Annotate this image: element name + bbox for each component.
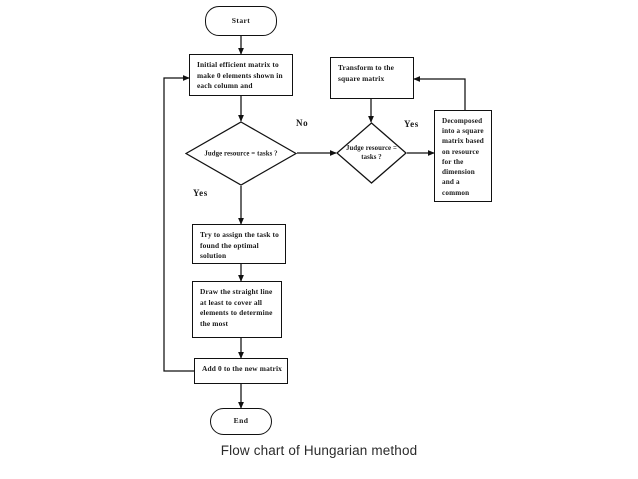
node-end-label: End xyxy=(233,416,249,426)
node-initial-matrix[interactable]: Initial efficient matrix to make 0 eleme… xyxy=(189,54,293,96)
edge-label-judge2-yes: Yes xyxy=(404,119,419,129)
node-draw-straight-line[interactable]: Draw the straight line at least to cover… xyxy=(192,281,282,338)
node-decompose-square-matrix[interactable]: Decomposed into a square matrix based on… xyxy=(434,110,492,202)
node-transform-square-matrix-label: Transform to the square matrix xyxy=(338,63,395,83)
edge-addzero-to-initial-feedback xyxy=(163,75,194,372)
node-judge-resource-tasks-2[interactable]: Judge resource = tasks ? xyxy=(336,122,407,184)
node-add-zero-new-matrix-label: Add 0 to the new matrix xyxy=(202,364,283,373)
node-assign-task-label: Try to assign the task to found the opti… xyxy=(200,230,279,261)
node-transform-square-matrix[interactable]: Transform to the square matrix xyxy=(330,57,414,99)
edge-label-judge1-yes: Yes xyxy=(193,188,208,198)
diamond-shape-1 xyxy=(185,121,297,186)
node-start[interactable]: Start xyxy=(205,6,277,36)
diamond-shape-2 xyxy=(336,122,407,184)
node-start-label: Start xyxy=(231,15,251,25)
edge-decompose-to-transform xyxy=(413,76,466,110)
node-end[interactable]: End xyxy=(210,408,272,435)
node-decompose-square-matrix-label: Decomposed into a square matrix based on… xyxy=(442,117,484,197)
node-initial-matrix-label: Initial efficient matrix to make 0 eleme… xyxy=(197,60,283,91)
connector-group xyxy=(163,36,466,409)
diagram-caption: Flow chart of Hungarian method xyxy=(220,443,418,458)
node-draw-straight-line-label: Draw the straight line at least to cover… xyxy=(200,287,273,328)
node-add-zero-new-matrix[interactable]: Add 0 to the new matrix xyxy=(194,358,288,384)
edge-label-judge1-no: No xyxy=(296,118,309,128)
node-assign-task[interactable]: Try to assign the task to found the opti… xyxy=(192,224,286,264)
node-judge-resource-tasks-1[interactable]: Judge resource = tasks ? xyxy=(185,121,297,186)
